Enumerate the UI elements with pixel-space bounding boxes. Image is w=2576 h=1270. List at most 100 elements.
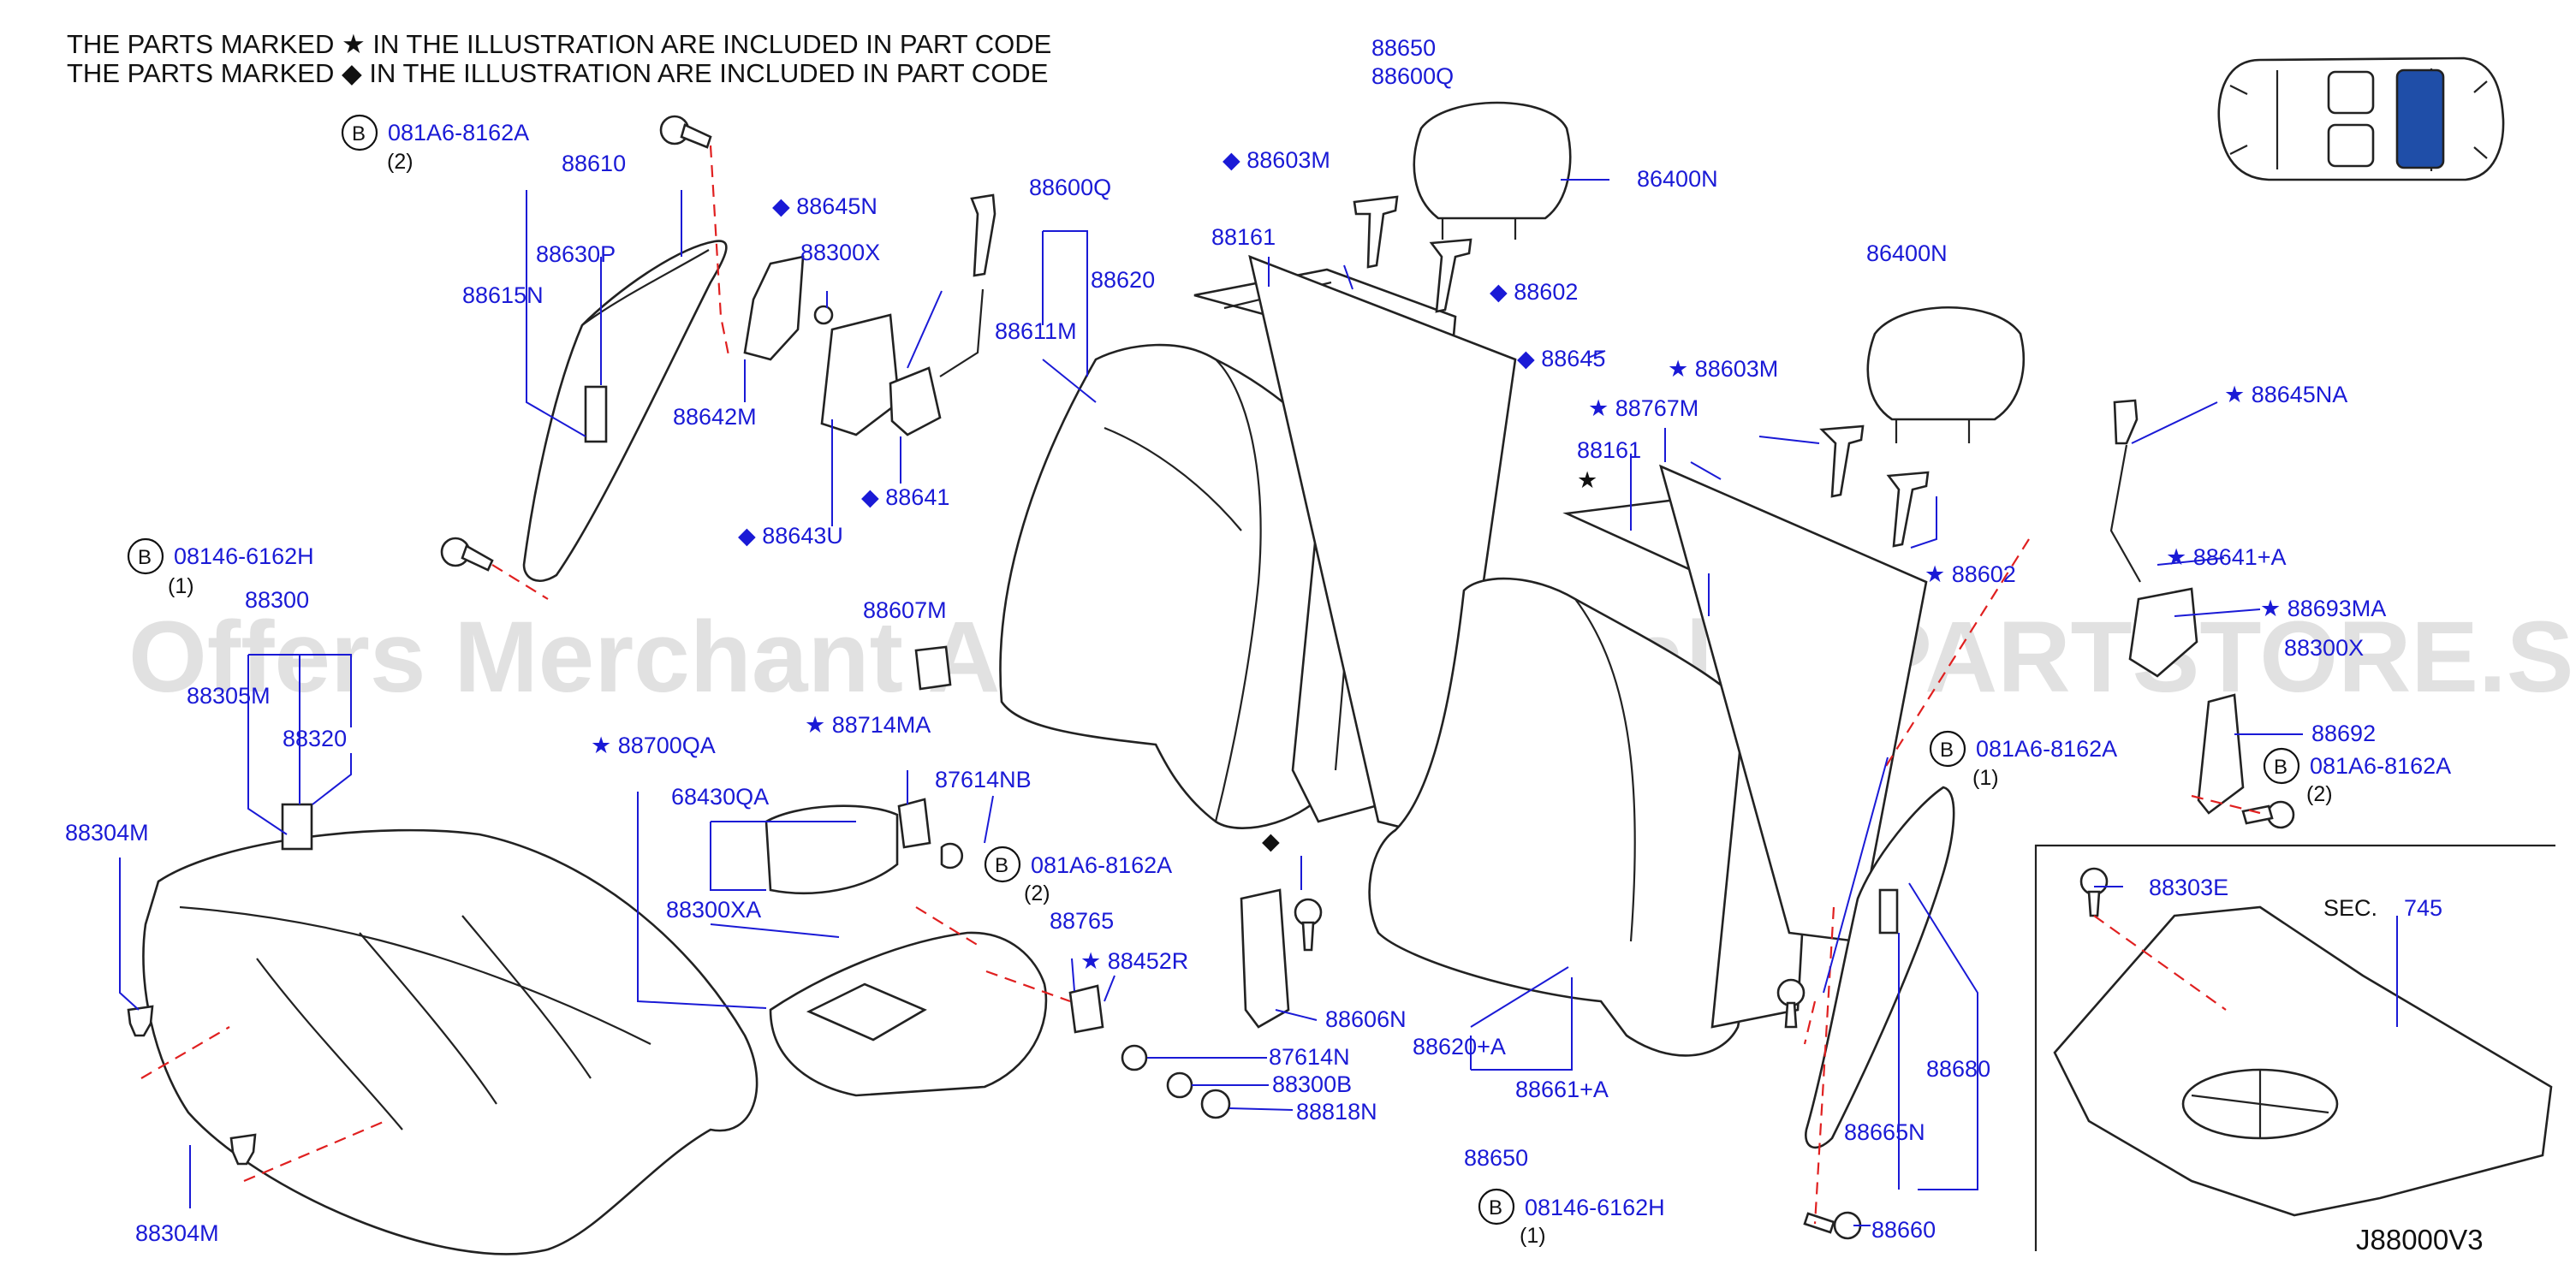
guide-88603m-right (1819, 424, 1865, 498)
label-88767m: ★ 88767M (1588, 395, 1698, 421)
label-88645na: ★ 88645NA (2224, 382, 2347, 407)
label-88642m: 88642M (673, 404, 757, 430)
svg-text:B: B (138, 546, 152, 569)
guide-88603m-left (1353, 195, 1399, 269)
clip-88304m-a (127, 1005, 154, 1037)
label-081a6-d: 081A6-8162A (2310, 753, 2451, 779)
label-88600q: 88600Q (1029, 175, 1111, 200)
label-88320: 88320 (283, 726, 347, 751)
armrest (769, 931, 1048, 1097)
label-88693ma: ★ 88693MA (2260, 596, 2386, 621)
label-88602-left: ◆ 88602 (1490, 279, 1578, 305)
label-88692: 88692 (2311, 721, 2376, 746)
diagram-code: J88000V3 (2356, 1224, 2484, 1255)
cupholder-68430qa (764, 804, 899, 895)
label-88620a: 88620+A (1413, 1034, 1506, 1059)
svg-text:B: B (1489, 1196, 1502, 1220)
label-88305m: 88305M (187, 683, 271, 709)
bolt-badge-08146-b: B (1478, 1188, 1515, 1225)
guide-88645na (2113, 399, 2139, 445)
label-88161-left: 88161 (1211, 224, 1276, 250)
svg-text:B: B (1940, 739, 1954, 762)
label-88304m-a: 88304M (65, 820, 149, 846)
guide-88645n (970, 193, 996, 277)
label-87614nb: 87614NB (935, 767, 1032, 792)
label-081a6-a: 081A6-8162A (388, 120, 529, 145)
label-88602-right: ★ 88602 (1925, 561, 2016, 587)
seat-back-left (999, 343, 1375, 829)
label-88700qa: ★ 88700QA (591, 733, 716, 758)
label-88610: 88610 (562, 151, 626, 176)
side-bolster-right (1805, 786, 1955, 1149)
bracket-88607m (914, 645, 952, 691)
label-88603m-left: ◆ 88603M (1223, 147, 1330, 173)
clip-88300b (1166, 1071, 1193, 1099)
label-qty-2-a: (2) (387, 150, 413, 174)
bracket-88714ma (897, 798, 931, 849)
bolt-right-lower (2241, 800, 2295, 829)
label-68430qa: 68430QA (671, 784, 769, 810)
label-88645: ◆ 88645 (1517, 346, 1605, 371)
label-88660: 88660 (1871, 1217, 1936, 1243)
seat-back-right (1368, 577, 1770, 1057)
label-88630p: 88630P (536, 241, 616, 267)
label-88650-bottom: 88650 (1464, 1145, 1528, 1171)
bolt-badge-08146-a: B (127, 537, 164, 575)
label-87614n: 87614N (1269, 1044, 1350, 1070)
note-diamond: THE PARTS MARKED ◆ IN THE ILLUSTRATION A… (67, 58, 1049, 88)
latch-88641 (889, 366, 942, 436)
note-star: THE PARTS MARKED ★ IN THE ILLUSTRATION A… (67, 29, 1052, 59)
seat-cushion (142, 803, 759, 1255)
svg-text:B: B (352, 122, 366, 145)
label-88606n: 88606N (1325, 1006, 1407, 1032)
label-08146-a: 08146-6162H (174, 543, 314, 569)
label-88304m-b: 88304M (135, 1220, 219, 1246)
latch-88693ma (2128, 587, 2198, 678)
bracket-88642m (743, 255, 805, 361)
label-88603m-right: ★ 88603M (1668, 356, 1778, 382)
label-88650-top: 88650 (1371, 35, 1436, 61)
bushing-87614nb (940, 842, 964, 869)
bolt-88303e (2079, 867, 2109, 917)
label-88607m: 88607M (863, 597, 947, 623)
label-88600q-top: 88600Q (1371, 63, 1454, 89)
label-88300: 88300 (245, 587, 309, 613)
headrest-right (1866, 306, 2026, 443)
label-qty-1-a: (1) (168, 574, 194, 598)
label-88615n: 88615N (462, 282, 544, 308)
section-number: 745 (2404, 895, 2442, 921)
bolt-center (1294, 898, 1323, 952)
label-88641a: ★ 88641+A (2166, 544, 2287, 570)
label-88161-right: 88161 (1577, 437, 1641, 463)
label-88300x-right: 88300X (2284, 635, 2364, 661)
label-qty-1-b: (1) (1972, 766, 1999, 790)
hinge-88452r (1068, 984, 1104, 1034)
bolt-mid-right (1776, 978, 1806, 1029)
label-88620: 88620 (1091, 267, 1155, 293)
label-88643u: ◆ 88643U (738, 523, 843, 549)
label-qty-1-c: (1) (1520, 1224, 1546, 1248)
bolt-badge-081a6-a: B (341, 114, 378, 151)
headrest-left (1413, 101, 1572, 240)
bracket-88692 (2197, 693, 2245, 815)
clip-88300x (813, 305, 834, 325)
label-88818n: 88818N (1296, 1099, 1377, 1125)
svg-text:B: B (2274, 756, 2287, 779)
clip-88304m-b (229, 1133, 257, 1166)
svg-text:B: B (995, 854, 1008, 877)
floor-section-745 (2053, 905, 2553, 1217)
label-86400n-right: 86400N (1866, 240, 1948, 266)
plate-88643u (820, 313, 901, 436)
vehicle-locator-icon (2217, 56, 2505, 181)
bolt-badge-081a6-d: B (2263, 747, 2300, 785)
highlight-seat-icon (2395, 68, 2445, 169)
label-qty-2-c: (2) (2306, 782, 2333, 806)
section-frame (2034, 844, 2555, 1251)
label-88300b: 88300B (1272, 1071, 1352, 1097)
label-88765: 88765 (1050, 908, 1114, 934)
label-081a6-b: 081A6-8162A (1031, 852, 1172, 878)
guide-88602-left (1429, 238, 1472, 313)
label-star-solo: ★ (1577, 467, 1597, 493)
label-88300xa: 88300XA (666, 897, 761, 923)
